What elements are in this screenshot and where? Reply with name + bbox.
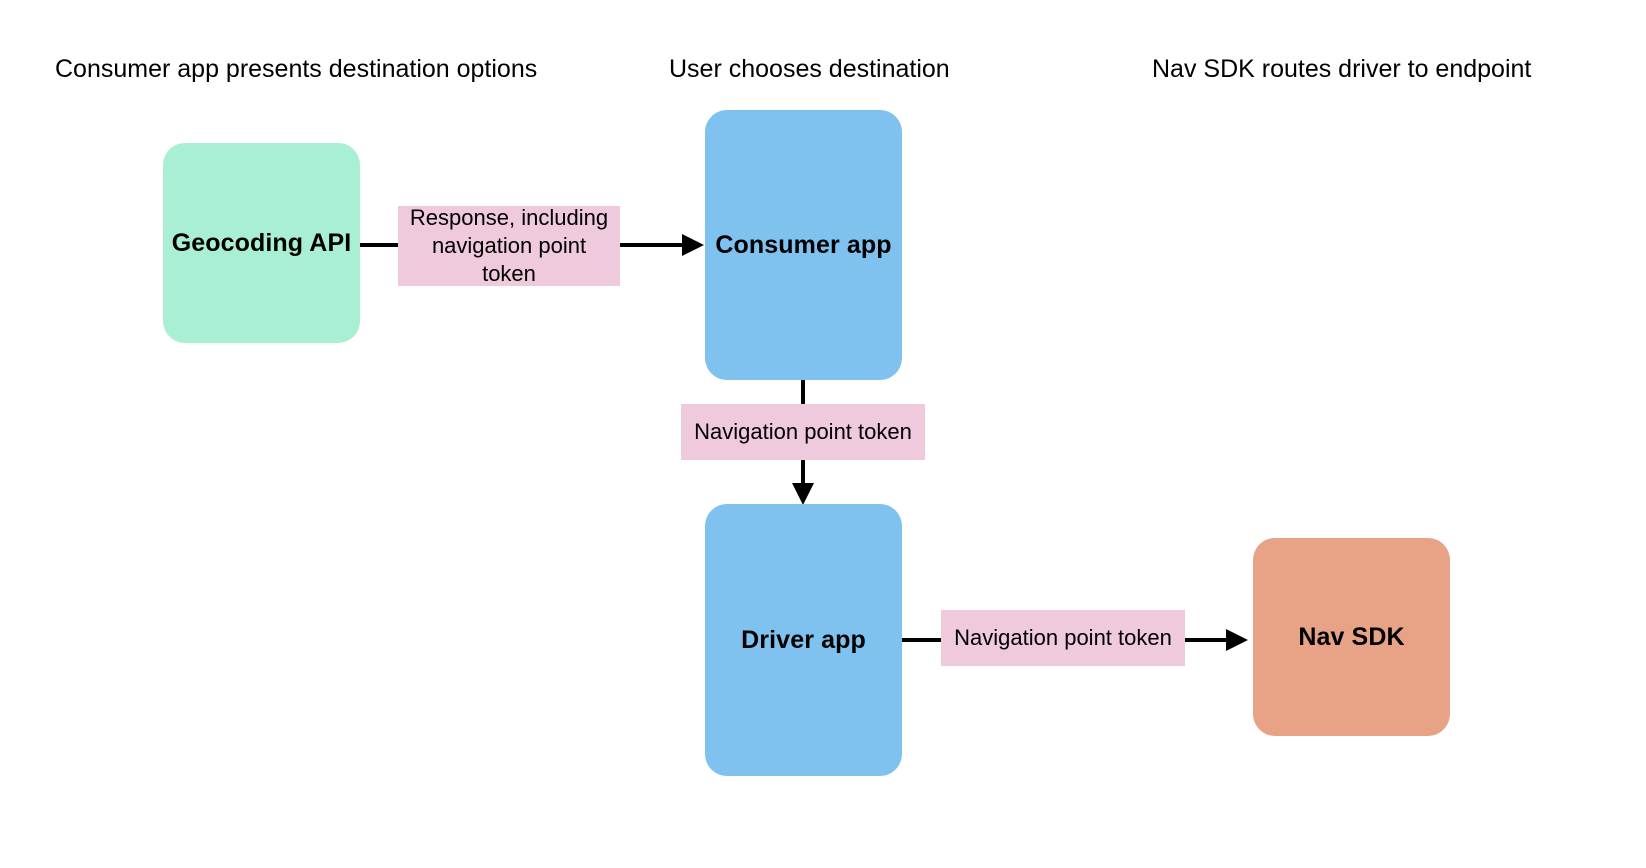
edge-label-navigation-point-token-consumer-to-driver: Navigation point token — [681, 404, 925, 460]
node-nav-sdk[interactable]: Nav SDK — [1253, 538, 1450, 736]
node-geocoding-api-label: Geocoding API — [171, 228, 352, 257]
edge-label-response-including-navigation-point-token: Response, including navigation point tok… — [398, 205, 620, 286]
column-heading-consumer-app-presents: Consumer app presents destination option… — [55, 55, 538, 83]
node-driver-app[interactable]: Driver app — [705, 504, 902, 776]
edge-label-navigation-point-token-driver-to-nav-sdk: Navigation point token — [941, 610, 1185, 666]
column-heading-nav-sdk-routes: Nav SDK routes driver to endpoint — [1152, 55, 1532, 83]
node-consumer-app-label: Consumer app — [715, 230, 892, 259]
arrowhead-right-icon-to-nav-sdk — [1226, 629, 1248, 651]
arrowhead-right-icon-to-consumer-app — [682, 234, 704, 256]
node-geocoding-api[interactable]: Geocoding API — [163, 143, 360, 343]
node-consumer-app[interactable]: Consumer app — [705, 110, 902, 380]
node-nav-sdk-label: Nav SDK — [1298, 622, 1405, 651]
node-driver-app-label: Driver app — [741, 625, 866, 654]
arrowhead-down-icon-to-driver-app — [792, 483, 814, 505]
column-heading-user-chooses: User chooses destination — [669, 55, 950, 83]
